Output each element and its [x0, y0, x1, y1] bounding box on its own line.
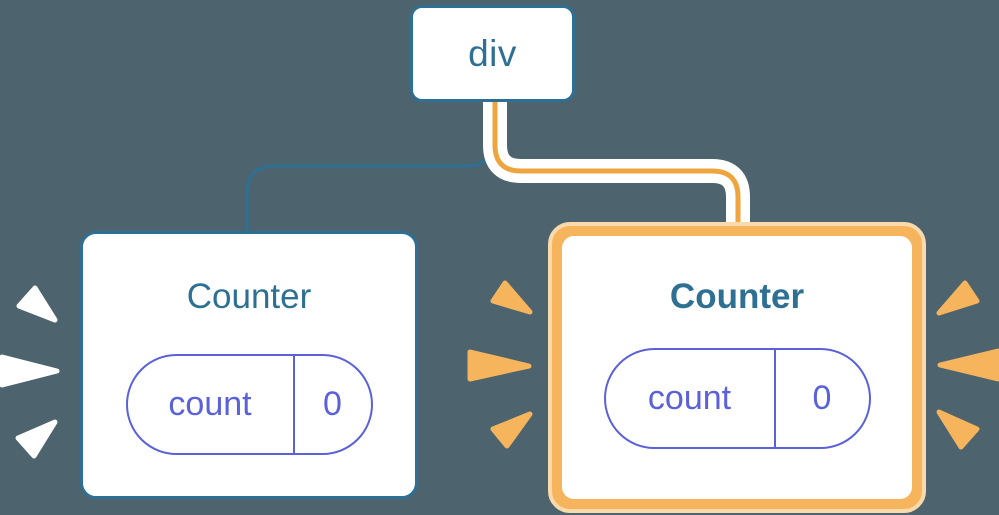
- counter-node-right-highlight-ring: Counter count 0: [548, 222, 926, 513]
- right-burst-icons: [936, 280, 999, 450]
- state-pill: count 0: [125, 354, 373, 455]
- burst-icon: [0, 354, 60, 388]
- state-name: count: [647, 379, 732, 417]
- counter-node-left: Counter count 0: [80, 231, 418, 499]
- burst-icon: [15, 419, 58, 459]
- state-value: 0: [773, 350, 869, 447]
- edge-root-to-right-counter: [492, 100, 741, 226]
- burst-icon: [936, 280, 980, 316]
- burst-icon: [490, 411, 533, 449]
- left-burst-icons: [0, 285, 60, 459]
- counter-node-right: Counter count 0: [562, 236, 912, 499]
- edge-casing-root-to-right-counter: [483, 100, 750, 226]
- root-node: div: [410, 5, 575, 102]
- counter-title: Counter: [669, 277, 805, 316]
- burst-icon: [16, 285, 58, 323]
- burst-icon: [936, 409, 980, 450]
- counter-title: Counter: [186, 277, 312, 316]
- burst-icon: [937, 348, 999, 382]
- state-name: count: [168, 385, 252, 423]
- burst-icon: [490, 280, 533, 315]
- state-pill: count 0: [603, 348, 871, 449]
- edge-root-to-left-counter: [245, 100, 495, 232]
- root-node-label: div: [468, 32, 517, 74]
- burst-icon: [467, 349, 532, 382]
- state-value: 0: [292, 356, 371, 453]
- middle-burst-icons: [467, 280, 533, 449]
